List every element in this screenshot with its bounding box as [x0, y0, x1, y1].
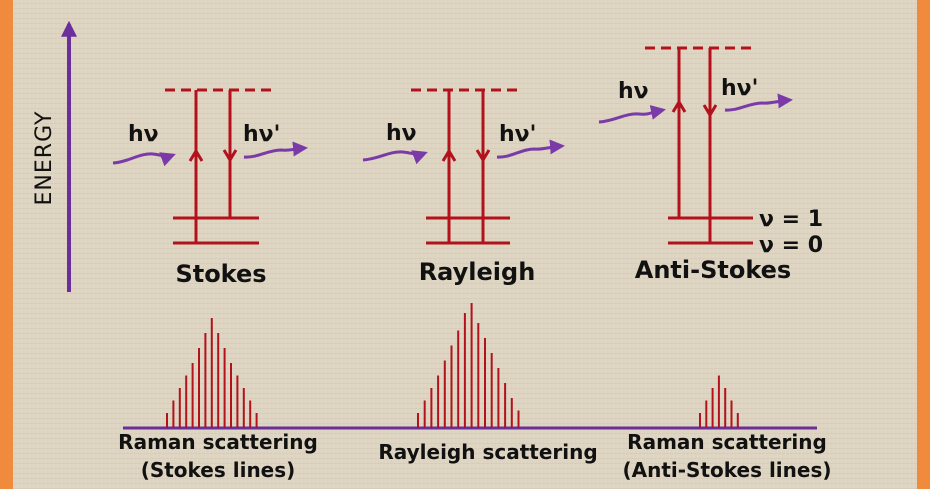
down-arrowhead: [702, 104, 718, 118]
up-arrowhead: [441, 148, 457, 162]
raman-diagram: ENERGY hν hν' Stokes hν hν' Rayleigh: [32, 20, 832, 482]
scattering-spectrum: Raman scattering (Stokes lines) Rayleigh…: [118, 303, 832, 482]
up-arrowhead: [671, 99, 687, 113]
rayleigh-lines-group: [417, 303, 520, 428]
scattered-photon-arrow: [496, 139, 565, 159]
spectrum-label-rayleigh: Rayleigh scattering: [378, 440, 597, 464]
down-arrowhead: [222, 149, 238, 163]
spectrum-label-anti-stokes-line1: Raman scattering: [627, 430, 827, 454]
down-arrowhead: [475, 149, 491, 163]
diagram-canvas: ENERGY hν hν' Stokes hν hν' Rayleigh: [13, 0, 917, 489]
incident-photon-label: hν: [618, 79, 649, 104]
stokes-lines-group: [166, 318, 258, 428]
incident-photon-label: hν: [386, 121, 417, 146]
level-label-v0: ν = 0: [759, 233, 823, 258]
scattered-photon-arrow: [243, 141, 308, 159]
diagram-title: Anti-Stokes: [635, 256, 791, 284]
up-arrowhead: [188, 148, 204, 162]
scattered-photon-arrow: [724, 93, 793, 112]
scattered-photon-label: hν': [243, 122, 280, 147]
incident-photon-label: hν: [128, 122, 159, 147]
scattered-photon-label: hν': [499, 122, 536, 147]
stokes-diagram: hν hν' Stokes: [112, 88, 308, 288]
rayleigh-diagram: hν hν' Rayleigh: [362, 88, 565, 286]
spectrum-label-stokes-line2: (Stokes lines): [141, 458, 296, 482]
incident-photon-arrow: [112, 152, 176, 167]
spectrum-label-stokes-line1: Raman scattering: [118, 430, 318, 454]
diagram-title: Stokes: [175, 260, 266, 288]
spectrum-label-anti-stokes-line2: (Anti-Stokes lines): [622, 458, 831, 482]
diagram-title: Rayleigh: [419, 258, 536, 286]
anti-stokes-diagram: hν hν' Anti-Stokes ν = 1 ν = 0: [598, 46, 823, 284]
anti-stokes-lines-group: [699, 375, 739, 428]
level-label-v1: ν = 1: [759, 207, 823, 232]
scattered-photon-label: hν': [721, 76, 758, 101]
incident-photon-arrow: [598, 105, 666, 124]
energy-axis-label: ENERGY: [32, 111, 57, 206]
incident-photon-arrow: [362, 150, 428, 165]
